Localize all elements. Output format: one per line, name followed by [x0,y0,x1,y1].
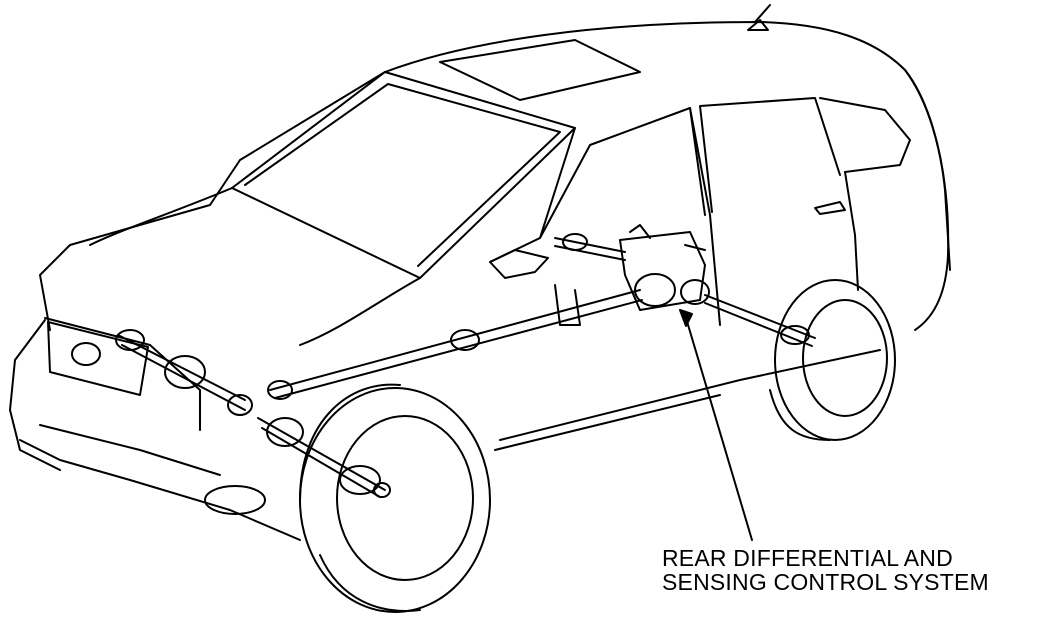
callout-line-2: SENSING CONTROL SYSTEM [662,569,989,595]
rear-driveshafts [554,233,816,347]
rear-wheel [769,279,896,441]
front-wheel [299,383,491,613]
propeller-shaft [267,284,643,400]
front-driveshafts [115,329,391,498]
callout-label: REAR DIFFERENTIAL AND SENSING CONTROL SY… [662,546,989,594]
callout-leader [679,309,753,541]
rear-differential [619,224,710,311]
callout-line-1: REAR DIFFERENTIAL AND [662,545,953,571]
vehicle-body [9,4,951,541]
